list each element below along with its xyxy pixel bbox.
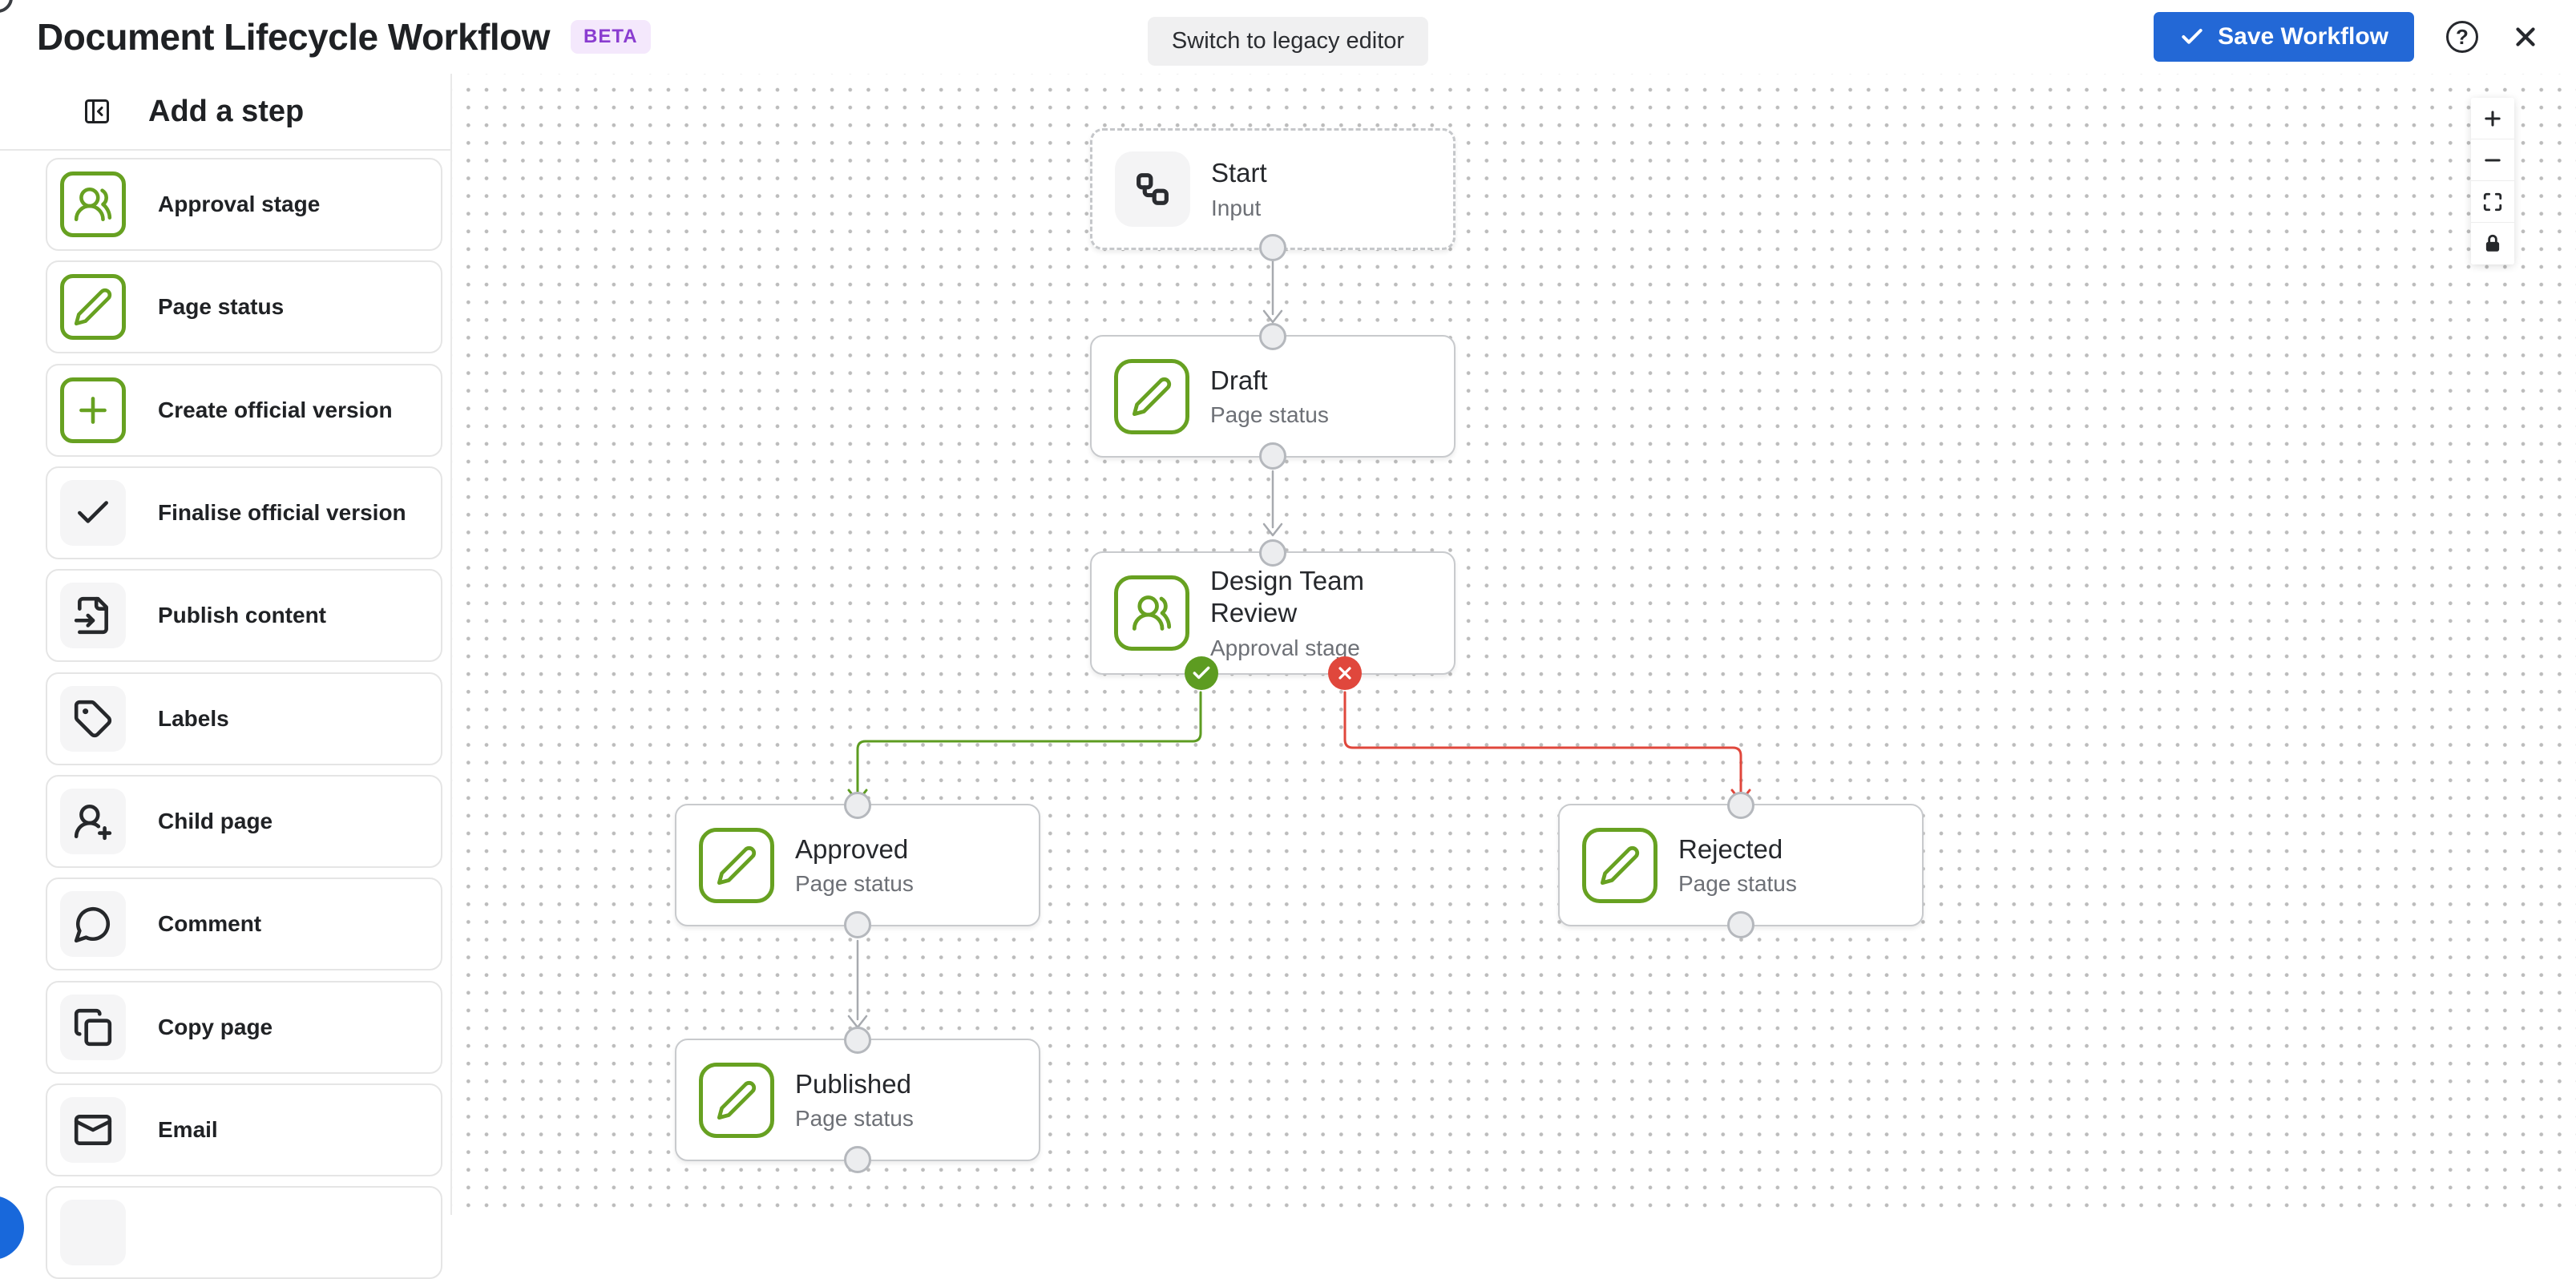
connector-handle[interactable] — [1259, 323, 1286, 350]
close-button[interactable] — [2510, 22, 2541, 52]
step-card-comment[interactable]: Comment — [46, 878, 442, 970]
fit-view-button[interactable] — [2471, 181, 2514, 223]
step-card-labels[interactable]: Labels — [46, 672, 442, 765]
canvas-controls — [2471, 98, 2514, 264]
step-icon-partial — [60, 1200, 126, 1265]
node-published[interactable]: Published Page status — [675, 1027, 1040, 1173]
connector-handle[interactable] — [1727, 911, 1754, 938]
beta-badge: BETA — [571, 20, 651, 54]
step-label: Finalise official version — [158, 500, 406, 525]
tag-icon — [60, 686, 126, 752]
edge-start-draft — [1262, 255, 1283, 324]
node-design-team-review[interactable]: Design Team Review Approval stage — [1090, 539, 1456, 690]
pencil-icon — [1582, 827, 1657, 903]
step-label: Page status — [158, 294, 285, 319]
connector-handle[interactable] — [844, 792, 871, 819]
pencil-icon — [699, 827, 774, 903]
header-actions: Save Workflow ? — [2154, 0, 2541, 74]
node-title: Design Team Review — [1210, 566, 1364, 627]
node-approved[interactable]: Approved Page status — [675, 792, 1040, 938]
users-icon — [1114, 575, 1189, 651]
step-card-partial[interactable] — [46, 1186, 442, 1279]
node-subtitle: Input — [1211, 195, 1262, 220]
question-mark-icon: ? — [2446, 21, 2478, 53]
node-subtitle: Page status — [1210, 402, 1329, 428]
page-title: Document Lifecycle Workflow — [37, 16, 551, 58]
step-label: Child page — [158, 809, 273, 833]
help-button[interactable]: ? — [2446, 21, 2478, 53]
node-title: Draft — [1210, 365, 1268, 395]
mail-icon — [60, 1097, 126, 1163]
save-button-label: Save Workflow — [2218, 23, 2388, 50]
switch-to-legacy-editor-button[interactable]: Switch to legacy editor — [1147, 17, 1429, 66]
add-step-sidebar: Add a step Approval stage Page status Cr… — [0, 74, 452, 1279]
connector-handle[interactable] — [844, 1027, 871, 1054]
step-label: Create official version — [158, 397, 393, 422]
node-title: Rejected — [1678, 833, 1783, 864]
pencil-icon — [60, 274, 126, 340]
collapse-panel-icon[interactable] — [83, 97, 111, 126]
check-icon — [60, 480, 126, 546]
node-subtitle: Page status — [795, 871, 914, 897]
speech-bubble-icon — [60, 891, 126, 957]
edge-approve-approved — [847, 691, 1202, 803]
connector-handle[interactable] — [844, 1146, 871, 1173]
connector-handle[interactable] — [844, 911, 871, 938]
step-label: Approval stage — [158, 192, 321, 216]
sidebar-header: Add a step — [0, 74, 450, 151]
edge-reject-rejected — [1343, 691, 1751, 803]
step-label: Email — [158, 1117, 218, 1142]
node-draft[interactable]: Draft Page status — [1090, 323, 1456, 470]
connector-handle[interactable] — [1259, 539, 1286, 567]
workflow-icon — [1115, 151, 1190, 227]
step-label: Publish content — [158, 603, 326, 627]
users-icon — [60, 171, 126, 237]
connector-handle[interactable] — [1259, 442, 1286, 470]
step-label: Copy page — [158, 1015, 273, 1039]
step-card-copy-page[interactable]: Copy page — [46, 981, 442, 1074]
reject-branch-badge[interactable] — [1328, 656, 1362, 690]
node-title: Published — [795, 1068, 911, 1099]
workflow-canvas[interactable]: Start Input Draft Page status Design Tea… — [452, 74, 2576, 1215]
switch-button-label: Switch to legacy editor — [1171, 28, 1405, 54]
pencil-icon — [1114, 358, 1189, 434]
node-rejected[interactable]: Rejected Page status — [1558, 792, 1924, 938]
step-card-publish-content[interactable]: Publish content — [46, 569, 442, 662]
check-icon — [2179, 24, 2205, 50]
approve-branch-badge[interactable] — [1185, 656, 1218, 690]
user-plus-icon — [60, 789, 126, 854]
pencil-icon — [699, 1062, 774, 1138]
node-start[interactable]: Start Input — [1090, 128, 1456, 261]
copy-icon — [60, 995, 126, 1060]
close-icon — [2510, 22, 2541, 52]
lock-button[interactable] — [2471, 223, 2514, 264]
step-card-approval-stage[interactable]: Approval stage — [46, 158, 442, 251]
edge-draft-review — [1262, 470, 1283, 537]
zoom-in-button[interactable] — [2471, 98, 2514, 139]
node-subtitle: Approval stage — [1210, 635, 1360, 660]
node-title: Approved — [795, 833, 909, 864]
step-card-create-official-version[interactable]: Create official version — [46, 364, 442, 457]
save-workflow-button[interactable]: Save Workflow — [2154, 12, 2414, 62]
node-subtitle: Page status — [1678, 871, 1797, 897]
node-subtitle: Page status — [795, 1106, 914, 1132]
step-label: Comment — [158, 911, 262, 936]
file-input-icon — [60, 583, 126, 648]
top-header: Document Lifecycle Workflow BETA Switch … — [0, 0, 2576, 74]
edge-approved-published — [847, 939, 868, 1029]
sidebar-title: Add a step — [148, 94, 305, 128]
step-card-page-status[interactable]: Page status — [46, 260, 442, 353]
node-title: Start — [1211, 158, 1267, 188]
connector-handle[interactable] — [1727, 792, 1754, 819]
plus-icon — [60, 377, 126, 443]
step-card-child-page[interactable]: Child page — [46, 775, 442, 868]
zoom-out-button[interactable] — [2471, 139, 2514, 181]
connector-handle[interactable] — [1259, 234, 1286, 261]
step-card-email[interactable]: Email — [46, 1083, 442, 1176]
step-label: Labels — [158, 706, 229, 731]
step-card-finalise-official-version[interactable]: Finalise official version — [46, 466, 442, 559]
